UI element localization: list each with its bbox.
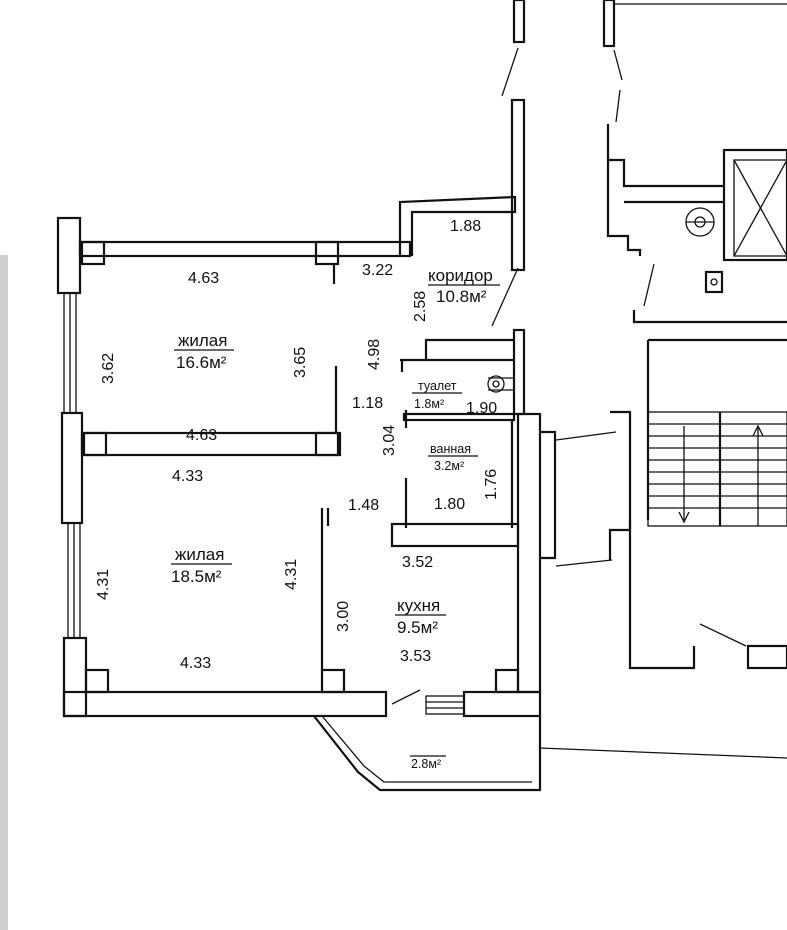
- top-wall-stub-1: [512, 0, 526, 44]
- arrow-down-icon: [678, 511, 690, 524]
- stairwell-lower: [628, 520, 696, 670]
- room-labels: жилая 16.6м² жилая 18.5м² коридор 10.8м²…: [171, 266, 500, 771]
- dim-label: 4.31: [283, 559, 300, 590]
- socket-box: [704, 270, 724, 294]
- balcony: [313, 715, 542, 792]
- right-wall-notch: [540, 430, 557, 560]
- dim-label: 3.00: [335, 601, 352, 632]
- building-bottom-1: [539, 747, 787, 759]
- stair-flight: [647, 411, 787, 527]
- bottom-pillar-right: [494, 668, 520, 694]
- living-divider-wall: [80, 431, 342, 457]
- toilet-fixture-inner-icon: [492, 380, 500, 388]
- landing-stub: [746, 644, 787, 670]
- balcony-outline: [313, 715, 542, 792]
- dim-label: 4.33: [180, 655, 211, 672]
- corridor-right-wall: [510, 98, 526, 272]
- wet-rooms: [390, 338, 520, 548]
- socket-icon: [710, 278, 718, 286]
- dim-label: 4.63: [186, 427, 217, 444]
- top-wall-stub-2: [602, 0, 616, 48]
- divider-pillar-right: [314, 431, 340, 457]
- stairwell-left-wall: [608, 410, 632, 560]
- right-wall-lower: [516, 412, 542, 694]
- dim-label: 3.65: [292, 347, 309, 378]
- bath-bottom-wall: [390, 522, 520, 548]
- toilet-bath-wall: [402, 412, 516, 422]
- dim-label: 3.52: [402, 554, 433, 571]
- dim-label: 2.58: [412, 291, 429, 322]
- living2-area: 18.5м²: [171, 567, 222, 586]
- dim-label: 3.53: [400, 648, 431, 665]
- bath-area: 3.2м²: [434, 459, 464, 473]
- dim-label: 3.62: [100, 353, 117, 384]
- left-wall-lower: [62, 636, 88, 718]
- right-wall-upper: [512, 328, 526, 416]
- apartment-walls: [56, 195, 557, 718]
- dim-label: 1.90: [466, 400, 497, 417]
- living1-name: жилая: [178, 331, 227, 350]
- dim-label: 4.98: [366, 339, 383, 370]
- toilet-name: туалет: [418, 379, 457, 393]
- dim-label: 3.04: [381, 425, 398, 456]
- dim-label: 1.48: [348, 497, 379, 514]
- stair-hall-outline: [632, 310, 787, 324]
- bottom-pillar-left: [84, 668, 110, 694]
- divider-pillar-left: [82, 431, 108, 457]
- toilet-area: 1.8м²: [414, 397, 444, 411]
- toilet-top-wall: [424, 338, 514, 360]
- balcony-inner: [321, 715, 532, 783]
- hall-wall-3: [606, 160, 642, 256]
- dimension-labels: 1.88 4.63 3.22 2.58 3.62 3.65 4.98 1.18 …: [95, 218, 500, 672]
- door-swing-stair: [699, 623, 747, 647]
- bath-name: ванная: [430, 442, 471, 456]
- top-wall-living1: [78, 240, 412, 258]
- corner-pillar-2: [314, 240, 340, 266]
- left-wall-middle: [60, 411, 84, 525]
- hall-wall-2: [606, 124, 724, 188]
- stair-shaft-line-1: [501, 47, 519, 97]
- dim-label: 3.22: [362, 262, 393, 279]
- elevator-cross-2: [733, 159, 787, 257]
- toilet-fixture-icon: [487, 375, 505, 393]
- dim-label: 4.63: [188, 270, 219, 287]
- building-structure: [501, 0, 787, 790]
- corridor-name: коридор: [428, 266, 493, 285]
- hall-wall-5: [643, 263, 655, 307]
- kitchen-area: 9.5м²: [397, 618, 438, 637]
- door-swing-kitchen: [391, 689, 421, 705]
- balcony-area: 2.8м²: [411, 757, 441, 771]
- elevator-shaft: [722, 148, 787, 262]
- arrow-up-icon: [752, 424, 764, 437]
- bottom-wall-right: [462, 690, 542, 718]
- neighbour-wall: [555, 431, 617, 441]
- neighbour-wall-2: [555, 559, 613, 567]
- living2-name: жилая: [175, 545, 224, 564]
- corridor-area: 10.8м²: [436, 287, 487, 306]
- balcony-door: [425, 695, 465, 715]
- hall-wall-1: [615, 89, 621, 123]
- dim-label: 4.33: [172, 468, 203, 485]
- dim-label: 4.31: [95, 569, 112, 600]
- corridor-top-wall: [398, 195, 517, 256]
- scan-edge: [0, 255, 8, 930]
- stairs: [647, 411, 787, 527]
- dim-label: 1.88: [450, 218, 481, 235]
- dim-label: 1.76: [483, 469, 500, 500]
- elevator-cabin: [733, 159, 787, 257]
- living1-area: 16.6м²: [176, 353, 227, 372]
- corner-pillar-1: [80, 240, 106, 266]
- kitchen-name: кухня: [397, 596, 440, 615]
- dim-label: 1.80: [434, 496, 465, 513]
- dim-label: 1.18: [352, 395, 383, 412]
- stair-shaft-line-2: [613, 49, 623, 81]
- bottom-wall: [62, 690, 388, 718]
- corridor-opening: [491, 267, 519, 327]
- bottom-pillar-mid: [320, 668, 346, 694]
- left-wall-upper: [56, 216, 82, 295]
